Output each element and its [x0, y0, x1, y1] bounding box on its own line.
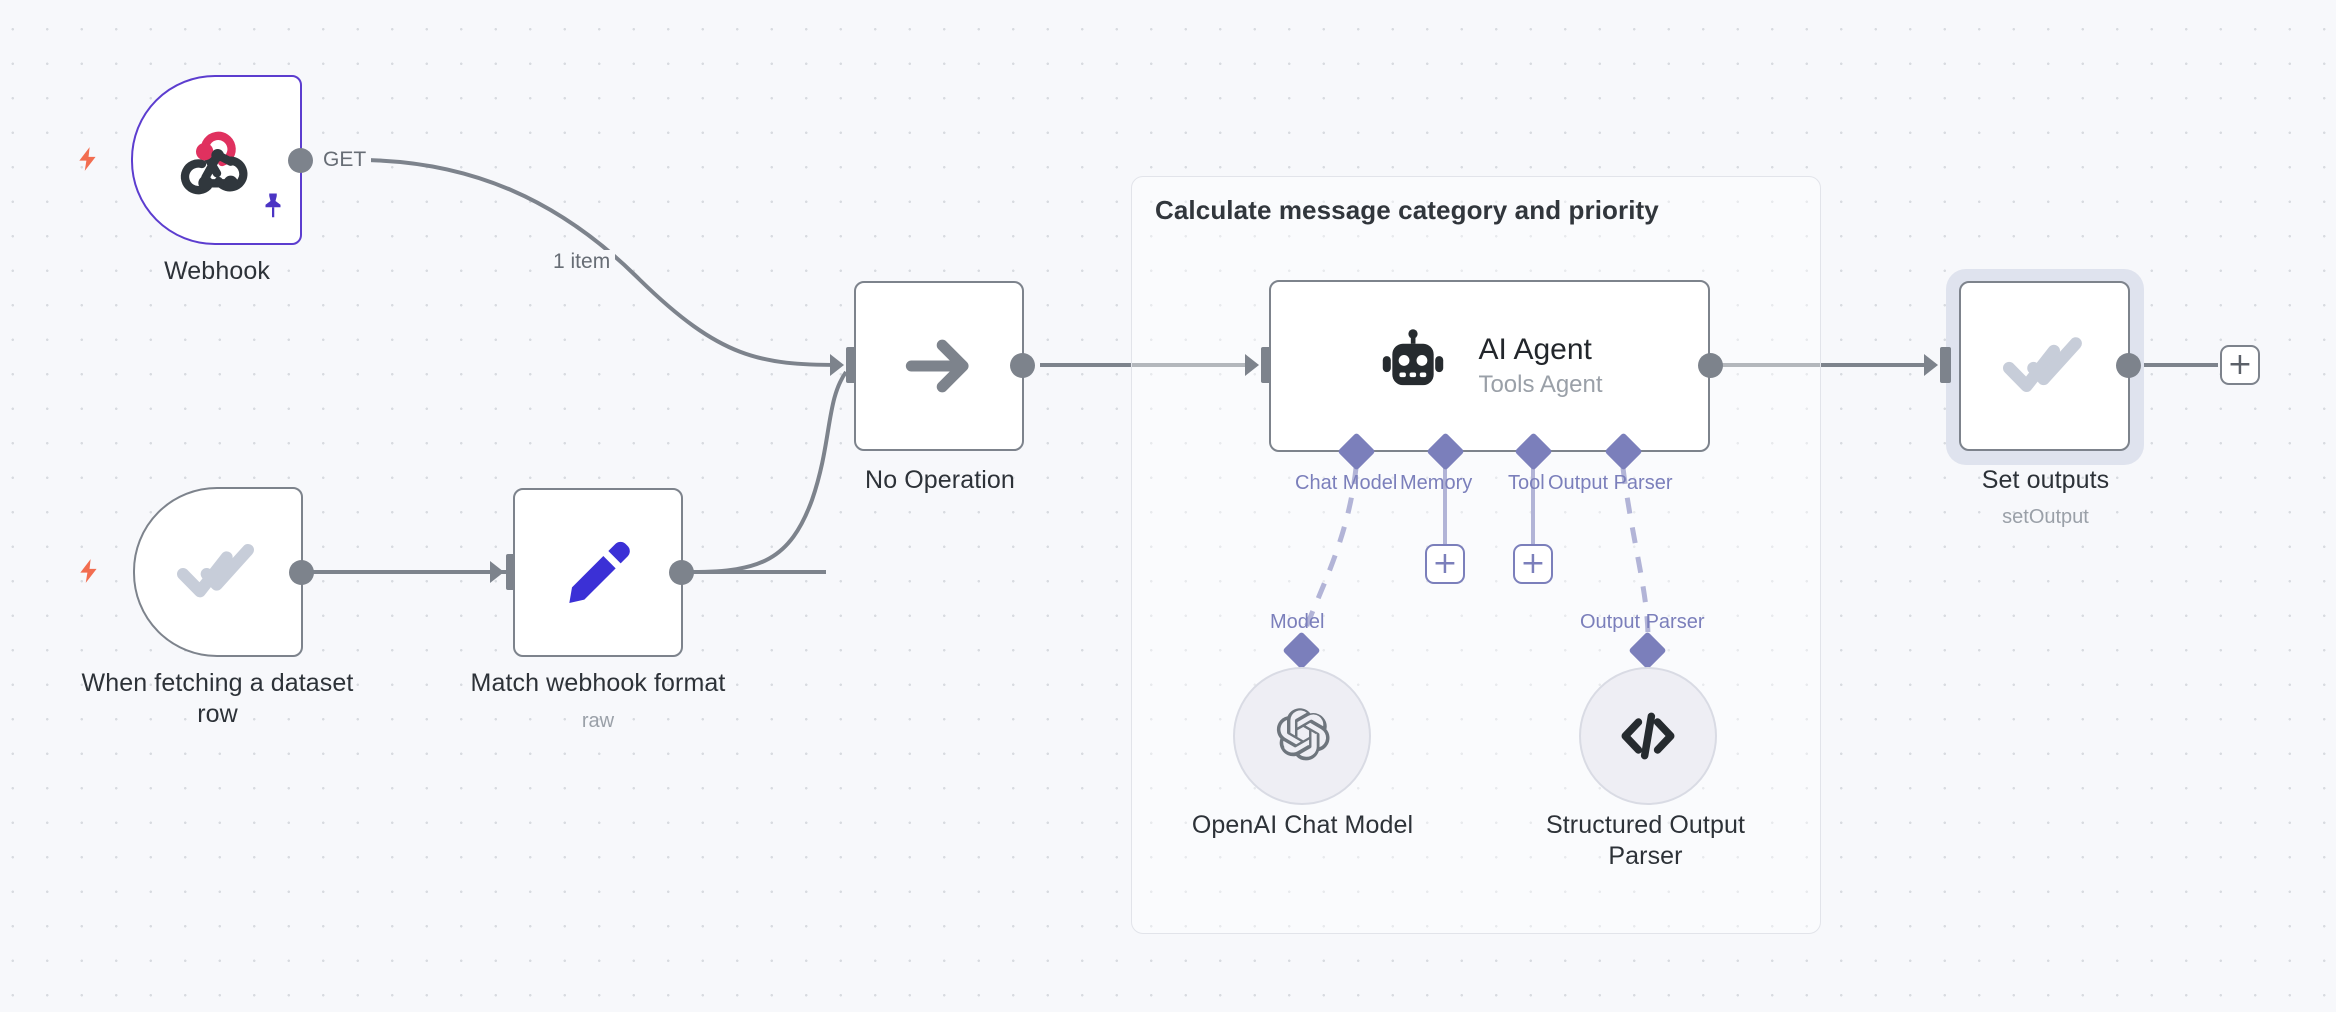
- node-set-outputs[interactable]: [1959, 281, 2130, 451]
- trigger-bolt-icon: [80, 559, 97, 583]
- node-label-structured-output-parser: Structured Output Parser: [1545, 811, 1746, 870]
- agent-title: AI Agent: [1478, 333, 1592, 366]
- node-ai-agent[interactable]: AI Agent Tools Agent: [1269, 280, 1710, 452]
- node-no-operation[interactable]: [854, 281, 1024, 451]
- agent-input-arrow-icon: [1245, 354, 1259, 376]
- agent-port-label-output-parser: Output Parser: [1548, 472, 1673, 494]
- noop-output-endpoint[interactable]: [1010, 353, 1035, 378]
- group-title: Calculate message category and priority: [1155, 195, 1659, 225]
- pencil-icon: [569, 541, 630, 603]
- node-subtitle-match-webhook-format: raw: [581, 710, 615, 732]
- node-label-openai-chat-model: OpenAI Chat Model: [1191, 811, 1414, 839]
- noop-input-arrow-icon: [830, 354, 844, 376]
- code-brackets-icon: [1621, 712, 1675, 760]
- agent-output-endpoint[interactable]: [1698, 353, 1723, 378]
- dataset-row-output-endpoint[interactable]: [289, 560, 314, 585]
- set-outputs-output-endpoint[interactable]: [2116, 353, 2141, 378]
- noop-input-endpoint[interactable]: [846, 347, 857, 383]
- sub-connection-label-model: Model: [1270, 611, 1325, 633]
- agent-input-endpoint[interactable]: [1261, 347, 1272, 383]
- node-label-no-operation: No Operation: [865, 466, 1015, 494]
- pin-icon[interactable]: [258, 190, 288, 222]
- double-check-icon: [177, 544, 254, 598]
- set-outputs-input-arrow-icon: [1924, 354, 1938, 376]
- agent-port-label-memory: Memory: [1400, 472, 1473, 494]
- robot-icon: [1383, 329, 1444, 386]
- add-memory-button[interactable]: +: [1425, 544, 1465, 584]
- node-openai-chat-model[interactable]: [1233, 667, 1371, 805]
- match-input-endpoint[interactable]: [506, 554, 517, 590]
- node-label-webhook: Webhook: [164, 257, 270, 285]
- node-structured-output-parser[interactable]: [1579, 667, 1717, 805]
- match-input-arrow-icon: [490, 561, 504, 583]
- openai-icon: [1276, 708, 1330, 761]
- match-output-endpoint[interactable]: [669, 560, 694, 585]
- node-when-fetching-a-dataset-row[interactable]: [133, 487, 303, 657]
- agent-subtitle: Tools Agent: [1478, 371, 1603, 398]
- add-tool-button[interactable]: +: [1513, 544, 1553, 584]
- node-label-match-webhook-format: Match webhook format: [470, 669, 726, 697]
- node-label-when-fetching-a-dataset-row: When fetching a dataset row: [81, 669, 354, 728]
- node-label-set-outputs: Set outputs: [1981, 466, 2110, 494]
- add-next-node-button[interactable]: +: [2220, 345, 2260, 385]
- agent-port-label-tool: Tool: [1508, 472, 1545, 494]
- double-check-icon: [2002, 337, 2082, 392]
- webhook-icon: [180, 131, 247, 195]
- node-match-webhook-format[interactable]: [513, 488, 683, 657]
- sub-connection-label-output-parser: Output Parser: [1580, 611, 1705, 633]
- agent-port-label-chat-model: Chat Model: [1295, 472, 1398, 494]
- trigger-bolt-icon: [79, 147, 96, 171]
- wire-label-get: GET: [318, 148, 372, 172]
- node-subtitle-set-outputs: setOutput: [2002, 506, 2089, 528]
- wire-label-items: 1 item: [548, 250, 616, 274]
- arrow-right-icon: [905, 339, 969, 393]
- set-outputs-input-endpoint[interactable]: [1940, 347, 1951, 383]
- webhook-output-endpoint[interactable]: [288, 148, 313, 173]
